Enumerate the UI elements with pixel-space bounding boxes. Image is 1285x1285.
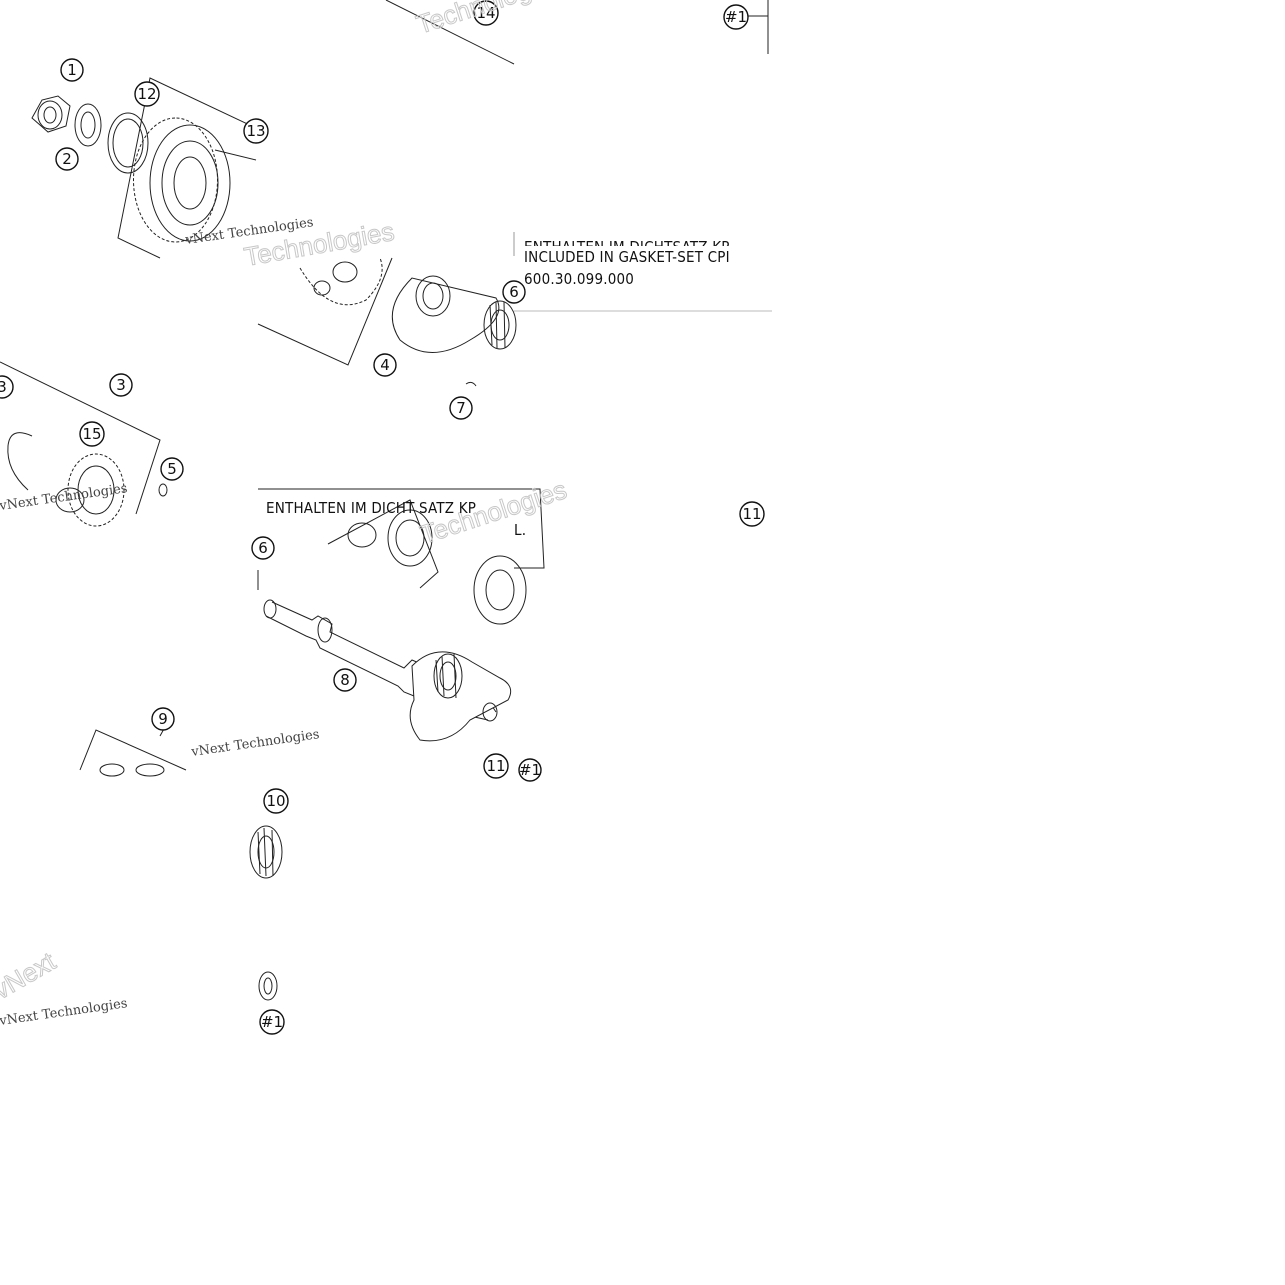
key-part [465, 381, 477, 387]
callout-hash1-bottom: #1 [259, 1009, 285, 1035]
svg-text:8: 8 [340, 671, 350, 689]
balancer-shaft-part [263, 599, 512, 742]
svg-text:13: 13 [246, 122, 265, 140]
callout-14: 14 [473, 0, 499, 26]
callout-12: 12 [134, 81, 160, 107]
gear-box-b [257, 257, 393, 366]
callout-hash1-mid: #1 [518, 758, 542, 782]
gasket-note-mid: ENTHALTEN IM DICHT SATZ KP [266, 497, 516, 519]
svg-text:11: 11 [742, 505, 761, 523]
callout-10: 10 [263, 788, 289, 814]
callout-2: 2 [55, 147, 79, 171]
thrust-washer-part [107, 112, 149, 174]
svg-text:14: 14 [476, 4, 495, 22]
gasket-note-part-number: 600.30.099.000 [524, 270, 635, 288]
svg-text:6: 6 [509, 283, 519, 301]
svg-text:3: 3 [0, 378, 7, 396]
svg-text:1: 1 [67, 61, 77, 79]
svg-text:11: 11 [486, 757, 505, 775]
callout-hash1-top: #1 [723, 4, 749, 30]
svg-text:5: 5 [167, 460, 177, 478]
svg-text:9: 9 [158, 710, 168, 728]
callout-9: 9 [151, 707, 175, 731]
gasket-note-mid-line2: L. [514, 521, 527, 539]
watermark-text: vNext Technologies [189, 727, 320, 760]
gasket-note-mid-line-de: ENTHALTEN IM DICHT SATZ KP [266, 499, 477, 517]
watermark-text: vNext Technologies [0, 481, 128, 514]
callout-11: 11 [483, 753, 509, 779]
small-pin-part [158, 483, 168, 497]
small-washer-lower [258, 971, 278, 1001]
callout-3: 3 [109, 373, 133, 397]
leader-line [385, 0, 515, 65]
gear-box-a [117, 77, 257, 259]
needle-bearing-lower [249, 825, 283, 879]
callout-6: 6 [251, 536, 275, 560]
callout-5: 5 [160, 457, 184, 481]
callout-7: 7 [449, 396, 473, 420]
callout-15: 15 [79, 421, 105, 447]
callout-1: 1 [60, 58, 84, 82]
svg-text:2: 2 [62, 150, 72, 168]
watermark-text: vNext [0, 946, 61, 1006]
svg-text:12: 12 [137, 85, 156, 103]
watermark-text: vNext Technologies [0, 996, 128, 1029]
callout-11-right: 11 [739, 501, 765, 527]
callout-3-left: 3 [0, 375, 14, 399]
gasket-note-line-en: INCLUDED IN GASKET-SET CPI [524, 248, 730, 266]
half-disc-part [391, 275, 500, 353]
gear-box-d [0, 361, 161, 527]
svg-text:4: 4 [380, 356, 390, 374]
nut-part [31, 95, 71, 133]
callout-6-top: 6 [502, 280, 526, 304]
svg-text:7: 7 [456, 399, 466, 417]
needle-bearing-part [483, 300, 517, 350]
svg-text:10: 10 [266, 792, 285, 810]
svg-text:3: 3 [116, 376, 126, 394]
svg-text:6: 6 [258, 539, 268, 557]
svg-text:#1: #1 [519, 761, 541, 779]
washer-part [74, 103, 102, 147]
bearing-box-e [258, 488, 545, 625]
svg-text:#1: #1 [261, 1013, 283, 1031]
note-box-top [513, 0, 772, 312]
svg-text:#1: #1 [725, 8, 747, 26]
callout-4: 4 [373, 353, 397, 377]
callout-13: 13 [243, 118, 269, 144]
svg-text:15: 15 [82, 425, 101, 443]
callout-8: 8 [333, 668, 357, 692]
